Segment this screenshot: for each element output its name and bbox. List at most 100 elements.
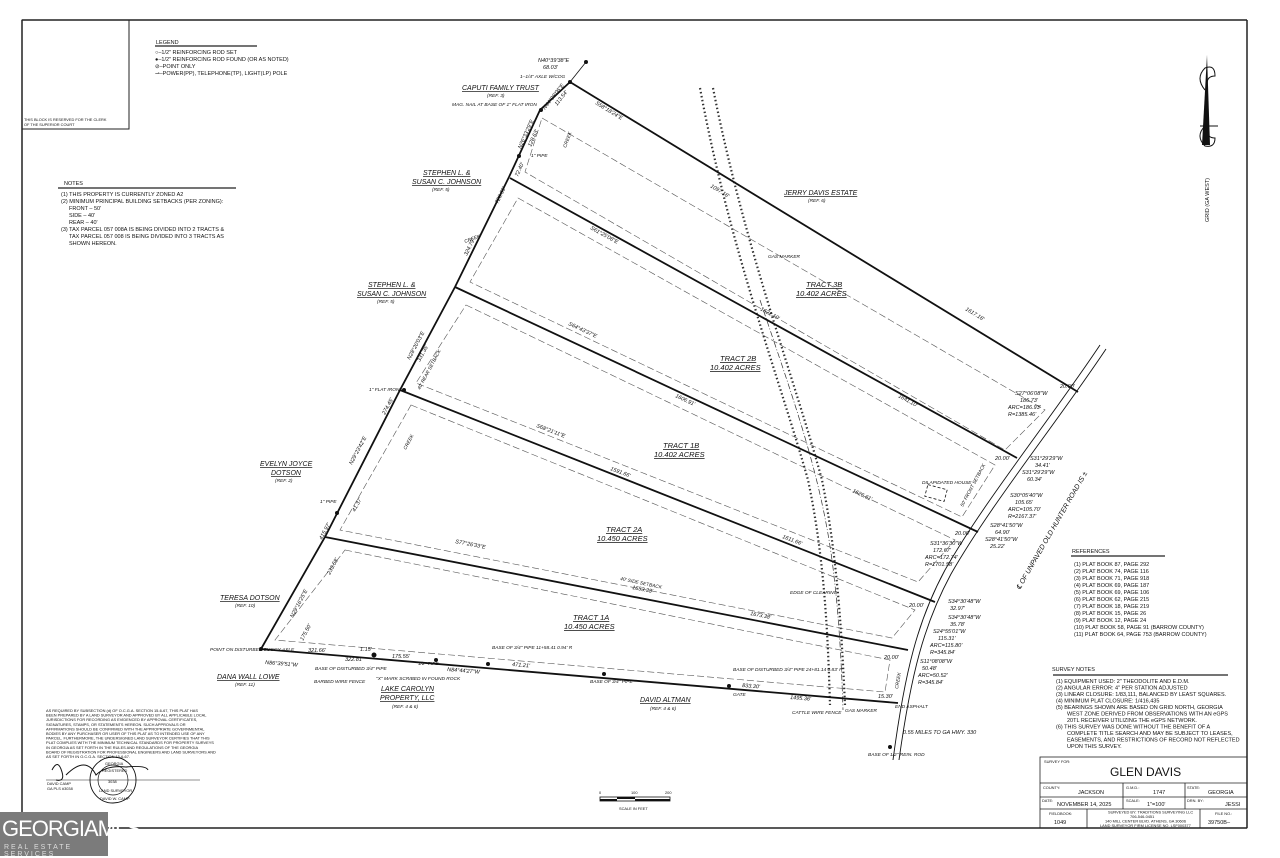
legend-item: ⊘–POINT ONLY [155, 64, 196, 70]
certification-line: PARCEL. FURTHERMORE, THE UNDERSIGNED LAN… [46, 736, 210, 741]
feature-label: CREEK [562, 130, 574, 148]
curve-label: 64.90' [995, 530, 1011, 536]
seal-text: DAVID W. CAMP [100, 796, 130, 801]
note-line: TAX PARCEL 057 008 IS BEING DIVIDED INTO… [69, 234, 224, 240]
distance-label: 1617.18' [964, 307, 986, 324]
owner-name: DAVID ALTMAN [640, 697, 692, 704]
reference-item: (2) PLAT BOOK 74, PAGE 116 [1074, 569, 1149, 575]
north-arrow-icon: GRID (GA WEST) [1199, 55, 1218, 222]
feature-label: MAG. NAIL AT BASE OF 1" FLAT IRON [452, 102, 537, 108]
certification-line: BODIES BY ANY PURCHASER OR USER OF THIS … [46, 731, 205, 736]
reference-item: (11) PLAT BOOK 64, PAGE 753 (BARROW COUN… [1074, 632, 1207, 638]
signature [51, 764, 149, 781]
certification-line: JURISDICTIONS FOR RECORDING AS EVIDENCED… [46, 717, 197, 722]
note-line: (1) THIS PROPERTY IS CURRENTLY ZONED A2 [61, 192, 183, 198]
owner-name: DOTSON [271, 470, 302, 477]
feature-label: 0.55 MILES TO GA HWY. 330 [903, 730, 977, 736]
note-line: (2) MINIMUM PRINCIPAL BUILDING SETBACKS … [61, 199, 224, 205]
note-line: FRONT – 50' [69, 206, 101, 212]
fieldbook-label: FIELDBOOK: [1049, 811, 1072, 816]
tract-area: 10.402 ACRES [654, 450, 705, 459]
curve-label: 60.34' [1027, 477, 1043, 483]
curve-label: 172.67' [933, 548, 952, 554]
curve-label: ARC=50.52' [917, 673, 949, 679]
owner-ref: (REF. 5) [432, 187, 450, 193]
curve-label: S31°36'30"W [930, 541, 963, 547]
curve-label: 115.31' [938, 636, 956, 642]
distance-label: 72.40' [514, 161, 526, 178]
feature-label: BASE OF DISTURBED 3/4" PIPE 24+81.14 0.8… [733, 667, 843, 673]
note-line: SHOWN HEREON. [69, 241, 117, 247]
title-block: SURVEY FOR: GLEN DAVIS COUNTY: JACKSON G… [1039, 756, 1248, 829]
owner-name: STEPHEN L. & [368, 282, 416, 289]
gmd-value: 1747 [1153, 790, 1165, 796]
curve-label: 50.48' [922, 666, 938, 672]
distance-label: 1673.38' [750, 611, 773, 621]
state-value: GEORGIA [1208, 790, 1234, 796]
survey-note-line: COMPLETE TITLE SEARCH AND MAY BE SUBJECT… [1067, 731, 1233, 737]
feature-label: 1" PIPE [320, 499, 337, 505]
logo-text: GEORGIAMLS [2, 816, 141, 841]
surveyor-info: LAND SURVEYOR FIRM LICENSE NO. LSF000377 [1100, 823, 1191, 828]
dilapidated-house [924, 484, 948, 502]
tract-name: TRACT 1A [573, 613, 609, 622]
certification-line: PLAT COMPLIES WITH THE MINIMUM TECHNICAL… [46, 740, 214, 745]
scale-bar: 0 100 200 SCALE IN FEET [599, 790, 672, 811]
reference-item: (10) PLAT BOOK 58, PAGE 91 (BARROW COUNT… [1074, 625, 1204, 631]
feature-label: 1" PIPE [531, 153, 548, 159]
certification-line: SIGNATURES, STAMPS, OR STATEMENTS HEREON… [46, 722, 186, 727]
certification-line: BEEN PREPARED BY A LAND SURVEYOR AND APP… [46, 713, 207, 718]
owner-name: SUSAN C. JOHNSON [412, 179, 482, 186]
feature-label: BASE OF DISTURBED 3/4" PIPE [315, 666, 388, 672]
owner-name: EVELYN JOYCE [260, 461, 313, 468]
owner-name: SUSAN C. JOHNSON [357, 291, 427, 298]
property-lines [260, 61, 1079, 704]
curve-label: ARC=172.74' [924, 555, 959, 561]
distance-label: 322.81' [345, 657, 364, 663]
owner-ref: (REF. 2) [275, 478, 293, 484]
distance-label: 1.15' [360, 647, 373, 653]
tract-area: 10.402 ACRES [710, 363, 761, 372]
distance-label: 471.21' [512, 662, 531, 670]
gmd-label: G.M.D.: [1126, 785, 1139, 790]
scale-value: 1"=100' [1147, 802, 1165, 808]
state-label: STATE: [1187, 785, 1200, 790]
curve-label: ARC=186.93' [1007, 405, 1042, 411]
feature-label: BASE OF 3/4" PIPE 11+58.41 0.94' R [492, 645, 573, 651]
feature-label: CREEK [402, 433, 415, 451]
distance-label: 1626.61' [851, 488, 873, 503]
owner-ref: (REF. 5) [377, 299, 395, 305]
curve-label: 25.22' [989, 544, 1006, 550]
reference-item: (5) PLAT BOOK 69, PAGE 106 [1074, 590, 1149, 596]
reference-item: (3) PLAT BOOK 71, PAGE 918 [1074, 576, 1149, 582]
curve-label: S27°06'08"W [1015, 391, 1048, 397]
signer-name: DAVID CAMP [47, 781, 71, 786]
curve-label: ARC=105.70' [1007, 507, 1042, 513]
curve-label: S28°41'50"W [990, 523, 1023, 529]
feature-label: BASE OF 3/4" PIPE [590, 679, 633, 685]
curve-label: R=2167.37' [1008, 514, 1037, 520]
tract-name: TRACT 1B [663, 441, 699, 450]
owner-ref: (REF. 3) [487, 93, 505, 99]
owner-name: TERESA DOTSON [220, 595, 281, 602]
distance-label: 68.03' [543, 65, 559, 71]
adjoining-owners: CAPUTI FAMILY TRUST (REF. 3) STEPHEN L. … [217, 85, 858, 712]
curve-label: R=1701.58' [925, 562, 954, 568]
feature-label: BASE OF 1/2" REIN. ROD [868, 752, 925, 758]
distance-label: 20.00' [1059, 384, 1076, 390]
curve-label: ARC=115.80' [929, 643, 963, 649]
feature-label: GAS MARKER [845, 708, 878, 714]
feature-label: GAS MARKER [768, 254, 801, 260]
distance-label: 1097.18' [709, 184, 731, 201]
feature-label: CATTLE WIRE FENCE [792, 710, 842, 716]
reference-item: (6) PLAT BOOK 62, PAGE 215 [1074, 597, 1149, 603]
survey-note-line: (6) THIS SURVEY WAS DONE WITHOUT THE BEN… [1056, 725, 1210, 731]
scale-tick: 200 [665, 790, 672, 795]
scale-label: SCALE IN FEET [619, 806, 648, 811]
file-label: FILE NO.: [1215, 811, 1232, 816]
distance-label: 41.37' [351, 496, 364, 513]
feature-label: END ASPHALT [895, 704, 929, 710]
bearing-label: N86°39'51"W [265, 660, 299, 669]
tract-area: 10.402 ACRES [796, 289, 847, 298]
